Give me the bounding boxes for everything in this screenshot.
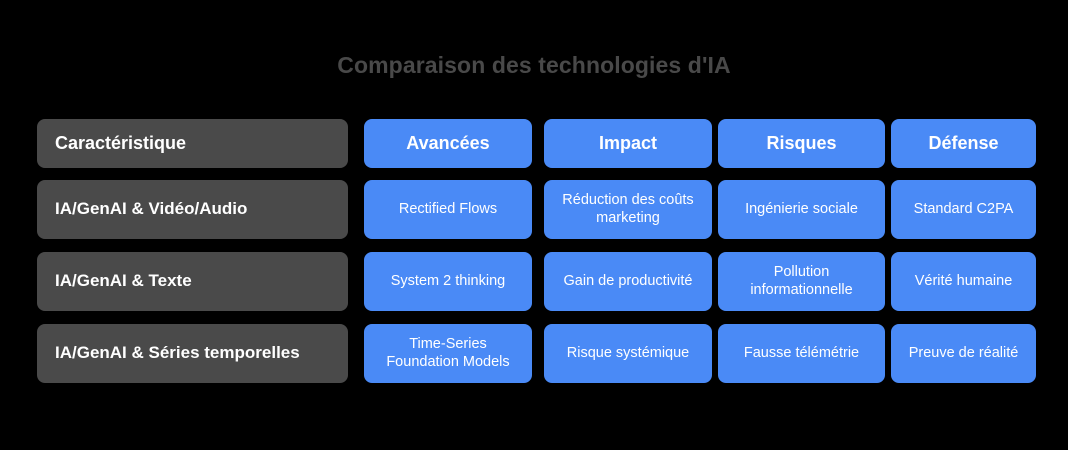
cell-series-defense: Preuve de réalité [891, 324, 1036, 383]
cell-series-impact: Risque systémique [544, 324, 712, 383]
header-cell-impact: Impact [544, 119, 712, 168]
table-row: IA/GenAI & Texte System 2 thinking Gain … [37, 252, 1036, 311]
cell-video-audio-defense: Standard C2PA [891, 180, 1036, 239]
header-cell-defense: Défense [891, 119, 1036, 168]
table-header-row: Caractéristique Avancées Impact Risques … [37, 119, 1036, 168]
table-row: IA/GenAI & Vidéo/Audio Rectified Flows R… [37, 180, 1036, 239]
page-title: Comparaison des technologies d'IA [337, 52, 731, 78]
column-spacer [348, 324, 364, 383]
column-spacer [348, 119, 364, 168]
cell-texte-avancees: System 2 thinking [364, 252, 532, 311]
header-cell-feature: Caractéristique [37, 119, 348, 168]
cell-video-audio-impact: Réduction des coûts marketing [544, 180, 712, 239]
column-spacer [348, 180, 364, 239]
cell-series-risques: Fausse télémétrie [718, 324, 885, 383]
cell-video-audio-risques: Ingénierie sociale [718, 180, 885, 239]
cell-texte-impact: Gain de productivité [544, 252, 712, 311]
row-label-texte: IA/GenAI & Texte [37, 252, 348, 311]
cell-video-audio-avancees: Rectified Flows [364, 180, 532, 239]
header-cell-risques: Risques [718, 119, 885, 168]
cell-series-avancees: Time-Series Foundation Models [364, 324, 532, 383]
header-cell-avancees: Avancées [364, 119, 532, 168]
row-label-video-audio: IA/GenAI & Vidéo/Audio [37, 180, 348, 239]
table-row: IA/GenAI & Séries temporelles Time-Serie… [37, 324, 1036, 383]
column-spacer [348, 252, 364, 311]
cell-texte-defense: Vérité humaine [891, 252, 1036, 311]
cell-texte-risques: Pollution informationnelle [718, 252, 885, 311]
row-label-series-temporelles: IA/GenAI & Séries temporelles [37, 324, 348, 383]
comparison-table: Caractéristique Avancées Impact Risques … [37, 119, 1036, 383]
